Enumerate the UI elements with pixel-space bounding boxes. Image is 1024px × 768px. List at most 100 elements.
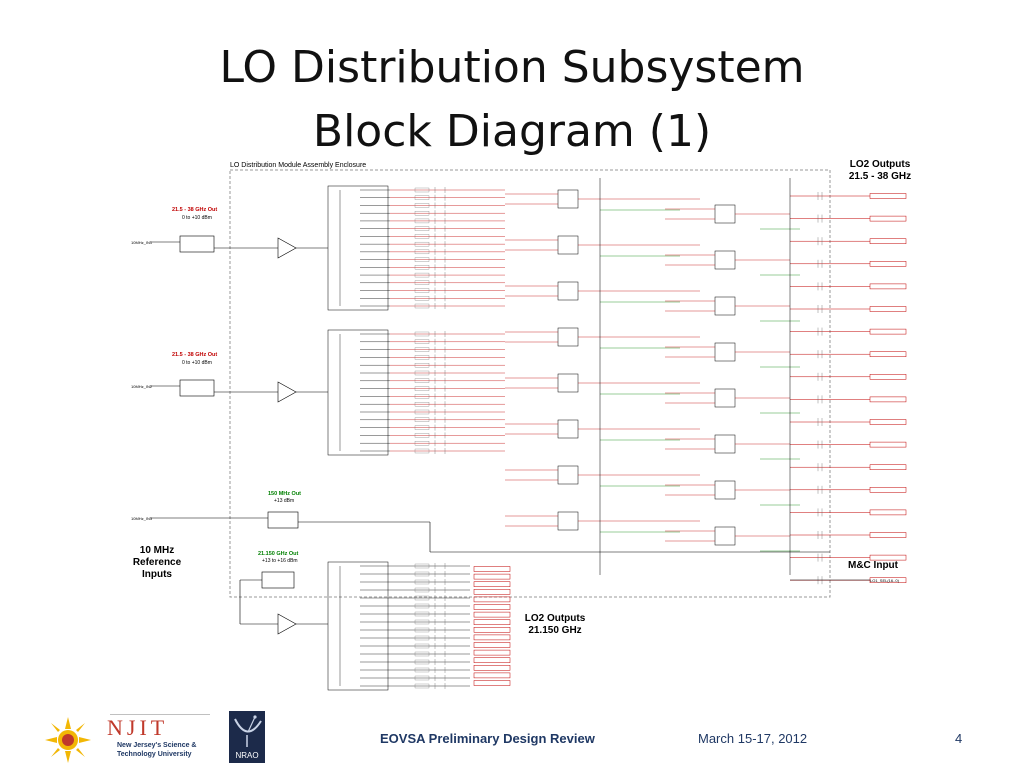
output-label-box (414, 448, 430, 454)
njit-name: NJIT (107, 715, 169, 740)
ref-in-1: 10MHz_IN1 (131, 240, 153, 245)
output-label-box (414, 433, 430, 438)
lower-output-port (473, 619, 511, 625)
output-port (869, 283, 907, 290)
output-label-box (414, 288, 430, 293)
lo2-lower-label: LO2 Outputs 21.150 GHz (515, 613, 595, 637)
output-label-box (414, 394, 430, 399)
output-port (869, 328, 907, 335)
output-label-box (414, 355, 430, 360)
lower-output-port (473, 627, 511, 633)
njit-logo: NJIT New Jersey's Science & Technology U… (45, 715, 215, 765)
mc-port: LO1_SEL(16..0) (870, 578, 900, 583)
footer-page: 4 (955, 731, 963, 746)
lower-output-port (473, 589, 511, 595)
lower-output-port (473, 680, 511, 686)
ref-inputs-line3: Inputs (142, 569, 172, 580)
output-label-box (414, 417, 430, 422)
mhz150-label: 150 MHz Out (268, 491, 301, 497)
synth-c: 150 MHz Out +13 dBm 10MHz_IN3 21.150 GHz… (131, 491, 830, 635)
mhz150-power: +13 dBm (274, 498, 294, 504)
lower-output-port (473, 672, 511, 679)
output-port (869, 509, 907, 516)
output-label-box (414, 296, 430, 301)
output-port (869, 554, 907, 561)
output-label-box (414, 331, 430, 337)
ghz21150-power: +13 to +16 dBm (262, 558, 298, 564)
output-label-box (414, 203, 430, 208)
nrao-text: NRAO (235, 751, 259, 760)
output-label-box (414, 441, 430, 446)
footer-date: March 15-17, 2012 (698, 731, 808, 746)
switch-box (557, 235, 579, 255)
output-label-box (414, 218, 430, 224)
output-group (790, 192, 907, 585)
lower-output-port (473, 596, 511, 603)
slide-title-line1: LO Distribution Subsystem (219, 42, 805, 93)
njit-sub1: New Jersey's Science & (117, 742, 197, 749)
switch-box (714, 296, 736, 316)
lower-output-port (473, 665, 511, 671)
lo2-outputs-line1: LO2 Outputs (849, 159, 911, 170)
switch-box (557, 189, 579, 209)
splitter-box (327, 329, 389, 456)
mc-input-label: M&C Input (848, 560, 898, 571)
output-label-box (414, 619, 430, 625)
ref-inputs-label: 10 MHz Reference Inputs (112, 545, 202, 581)
output-port (869, 238, 907, 244)
output-label-box (414, 627, 430, 633)
lo2-lower-line2: 21.150 GHz (528, 625, 582, 636)
ref-in-2: 10MHz_IN2 (131, 384, 153, 389)
switch-box (714, 250, 736, 270)
output-label-box (414, 683, 430, 689)
lower-output-group (473, 566, 511, 686)
output-label-box (414, 386, 430, 391)
switch-box (557, 281, 579, 301)
switch-box (557, 465, 579, 485)
output-label-box (414, 409, 430, 415)
output-label-box (414, 643, 430, 649)
switch-box (714, 388, 736, 408)
switch-box (714, 480, 736, 500)
lo2-outputs-label: LO2 Outputs 21.5 - 38 GHz (830, 159, 930, 183)
output-port (869, 306, 907, 312)
output-port (869, 261, 907, 267)
output-label-box (414, 563, 430, 569)
output-port (869, 464, 907, 470)
output-label-box (414, 651, 430, 657)
switch-group (505, 189, 800, 552)
synth-a-label: 21.5 - 38 GHz Out (172, 207, 217, 213)
lower-output-port (473, 581, 511, 587)
output-label-box (414, 425, 430, 430)
lower-output-port (473, 642, 511, 648)
lower-output-port (473, 634, 511, 641)
output-label-box (414, 280, 430, 285)
output-label-box (414, 249, 430, 255)
output-label-box (414, 659, 430, 665)
output-port (869, 419, 907, 425)
output-port (869, 193, 907, 199)
synth-a-power: 0 to +10 dBm (182, 215, 212, 221)
switch-box (714, 526, 736, 546)
splitter-box (327, 561, 389, 691)
output-label-box (414, 303, 430, 309)
switch-box (557, 511, 579, 531)
synth-b-label: 21.5 - 38 GHz Out (172, 352, 217, 358)
output-label-box (414, 265, 430, 270)
output-label-box (414, 378, 430, 383)
lower-output-port (473, 604, 511, 610)
switch-box (714, 204, 736, 224)
splitter-group (327, 185, 505, 691)
output-label-box (414, 370, 430, 376)
output-port (869, 396, 907, 403)
output-port (869, 351, 907, 357)
output-label-box (414, 211, 430, 216)
output-label-box (414, 339, 430, 344)
lower-output-port (473, 573, 511, 580)
footer-center: EOVSA Preliminary Design Review (380, 731, 595, 746)
lo2-lower-line1: LO2 Outputs (524, 613, 586, 624)
output-label-box (414, 667, 430, 673)
ref-in-3: 10MHz_IN3 (131, 516, 153, 521)
lower-output-port (473, 649, 511, 656)
